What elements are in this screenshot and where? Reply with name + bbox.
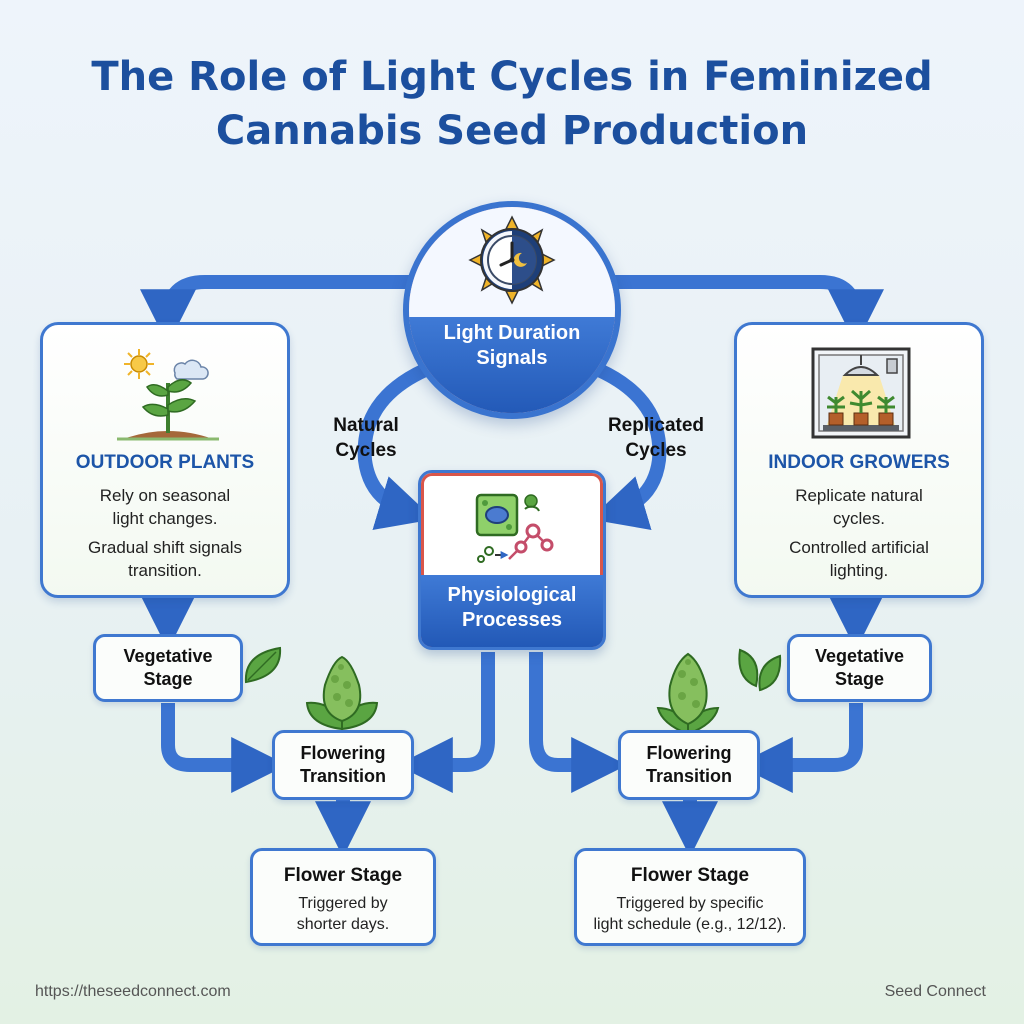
leaf-icon-left <box>244 646 282 684</box>
leaves-icon-right <box>738 648 782 692</box>
flower-stage-right-desc: Triggered by specific light schedule (e.… <box>585 893 795 935</box>
flower-stage-left: Flower Stage Triggered by shorter days. <box>250 848 436 946</box>
replicated-cycles-label: Replicated Cycles <box>586 413 726 463</box>
arrow-hub-to-outdoor <box>140 275 410 346</box>
indoor-growers-desc-1: Replicate natural cycles. <box>747 484 971 530</box>
title-line-1: The Role of Light Cycles in Feminized <box>91 54 933 100</box>
replicated-cycles-line-1: Replicated <box>607 415 705 436</box>
physio-label-line-1: Physiological <box>447 584 577 606</box>
physio-label-line-2: Processes <box>461 609 563 631</box>
flower-stage-right: Flower Stage Triggered by specific light… <box>574 848 806 946</box>
flower-left-desc-line-1: Triggered by <box>298 895 388 912</box>
sprout-sun-cloud-icon <box>117 349 219 441</box>
flower-right-desc-line-2: light schedule (e.g., 12/12). <box>593 916 787 933</box>
arrow-veg-to-flowering-left <box>161 703 288 793</box>
indoor-desc-line-1: Replicate natural <box>795 486 923 505</box>
cannabis-bud-icon-right <box>656 652 720 736</box>
arrow-natural-cycle <box>357 363 435 530</box>
clock-sun-moon-icon <box>468 215 556 305</box>
title-line-2: Cannabis Seed Production <box>215 108 809 154</box>
footer-url[interactable]: https://theseedconnect.com <box>35 983 231 1000</box>
indoor-desc-line-3: Controlled artificial <box>789 538 929 557</box>
vegetative-left-line-2: Stage <box>143 669 193 689</box>
vegetative-stage-left: Vegetative Stage <box>93 634 243 702</box>
flower-stage-left-title: Flower Stage <box>283 865 403 886</box>
flower-left-desc-line-2: shorter days. <box>296 916 390 933</box>
indoor-growers-card: INDOOR GROWERS Replicate natural cycles.… <box>734 322 984 598</box>
outdoor-desc-line-2: light changes. <box>112 509 218 528</box>
flowering-right-line-1: Flowering <box>646 743 732 763</box>
outdoor-plants-desc-1: Rely on seasonal light changes. <box>53 484 277 530</box>
flower-stage-right-title: Flower Stage <box>630 865 750 886</box>
arrow-hub-to-indoor <box>614 275 884 346</box>
footer-brand: Seed Connect <box>884 983 986 1000</box>
arrow-physio-to-flowering-left <box>396 652 495 793</box>
indoor-growers-heading: INDOOR GROWERS <box>768 452 950 473</box>
arrow-veg-to-flowering-right <box>736 703 863 793</box>
page-title: The Role of Light Cycles in Feminized Ca… <box>0 50 1024 158</box>
outdoor-desc-line-1: Rely on seasonal <box>99 486 231 505</box>
light-duration-hub: Light Duration Signals <box>403 201 621 419</box>
arrow-replicated-cycle <box>589 363 667 530</box>
flowering-left-line-1: Flowering <box>300 743 386 763</box>
flower-right-desc-line-1: Triggered by specific <box>616 895 764 912</box>
indoor-growers-desc-2: Controlled artificial lighting. <box>747 536 971 582</box>
flower-stage-left-desc: Triggered by shorter days. <box>261 893 425 935</box>
outdoor-plants-heading: OUTDOOR PLANTS <box>75 452 255 473</box>
physio-label: Physiological Processes <box>421 583 603 633</box>
indoor-desc-line-2: cycles. <box>833 509 885 528</box>
vegetative-right-line-1: Vegetative <box>814 646 905 666</box>
replicated-cycles-line-2: Cycles <box>625 440 687 461</box>
vegetative-stage-right: Vegetative Stage <box>787 634 932 702</box>
flowering-left-line-2: Transition <box>299 766 386 786</box>
physio-label-area <box>421 575 603 647</box>
indoor-desc-line-4: lighting. <box>829 561 889 580</box>
vegetative-left-line-1: Vegetative <box>123 646 213 666</box>
outdoor-desc-line-3: Gradual shift signals <box>87 538 243 557</box>
cannabis-bud-icon-left <box>305 655 379 731</box>
vegetative-right-line-2: Stage <box>834 669 885 689</box>
natural-cycles-label: Natural Cycles <box>296 413 436 463</box>
outdoor-plants-card: OUTDOOR PLANTS Rely on seasonal light ch… <box>40 322 290 598</box>
plant-cell-molecule-icon <box>475 493 554 563</box>
outdoor-desc-line-4: transition. <box>128 561 202 580</box>
hub-label-line-1: Light Duration <box>443 322 581 344</box>
flowering-transition-right: Flowering Transition <box>618 730 760 800</box>
hub-label: Light Duration Signals <box>409 321 615 371</box>
natural-cycles-line-1: Natural <box>333 415 399 436</box>
physiological-processes-box: Physiological Processes <box>418 470 606 650</box>
hub-label-area <box>409 317 615 413</box>
hub-label-line-2: Signals <box>476 347 548 369</box>
natural-cycles-line-2: Cycles <box>335 440 397 461</box>
grow-tent-lamp-icon <box>811 347 911 439</box>
outdoor-plants-desc-2: Gradual shift signals transition. <box>53 536 277 582</box>
arrow-physio-to-flowering-right <box>529 652 628 793</box>
flowering-transition-left: Flowering Transition <box>272 730 414 800</box>
flowering-right-line-2: Transition <box>645 766 732 786</box>
